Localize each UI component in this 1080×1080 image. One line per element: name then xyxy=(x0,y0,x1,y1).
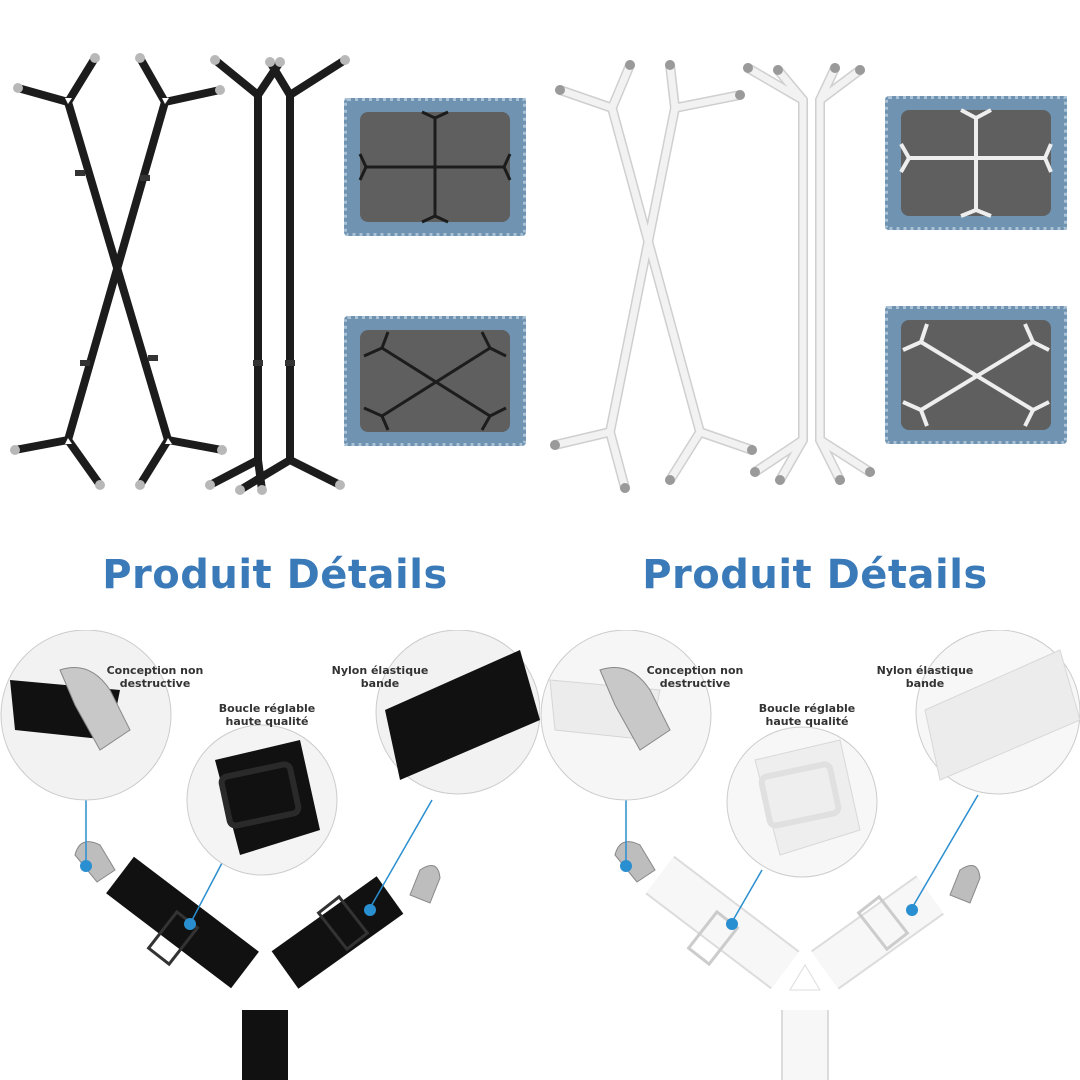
label-nylon: Nylon élastique bande xyxy=(331,664,429,690)
label-conception: Conception non destructive xyxy=(106,664,204,690)
black-straps-overview xyxy=(0,40,540,510)
white-strap-illustration xyxy=(550,60,875,493)
label-conception: Conception non destructive xyxy=(646,664,744,690)
white-straps-overview xyxy=(540,40,1080,510)
label-nylon: Nylon élastique bande xyxy=(876,664,974,690)
detail-diagram-white: Conception non destructive Boucle réglab… xyxy=(540,630,1080,1080)
label-boucle: Boucle réglable haute qualité xyxy=(758,702,856,728)
mattress-x-pattern-white xyxy=(885,306,1067,444)
mattress-cross-pattern-black xyxy=(344,98,526,236)
section-title-white: Produit Détails xyxy=(642,552,988,598)
label-boucle: Boucle réglable haute qualité xyxy=(218,702,316,728)
black-strap-illustration xyxy=(10,53,350,495)
mattress-x-pattern-black xyxy=(344,316,526,446)
section-title-black: Produit Détails xyxy=(102,552,448,598)
mattress-cross-pattern-white xyxy=(885,96,1067,230)
detail-diagram-black: Conception non destructive Boucle réglab… xyxy=(0,630,540,1080)
